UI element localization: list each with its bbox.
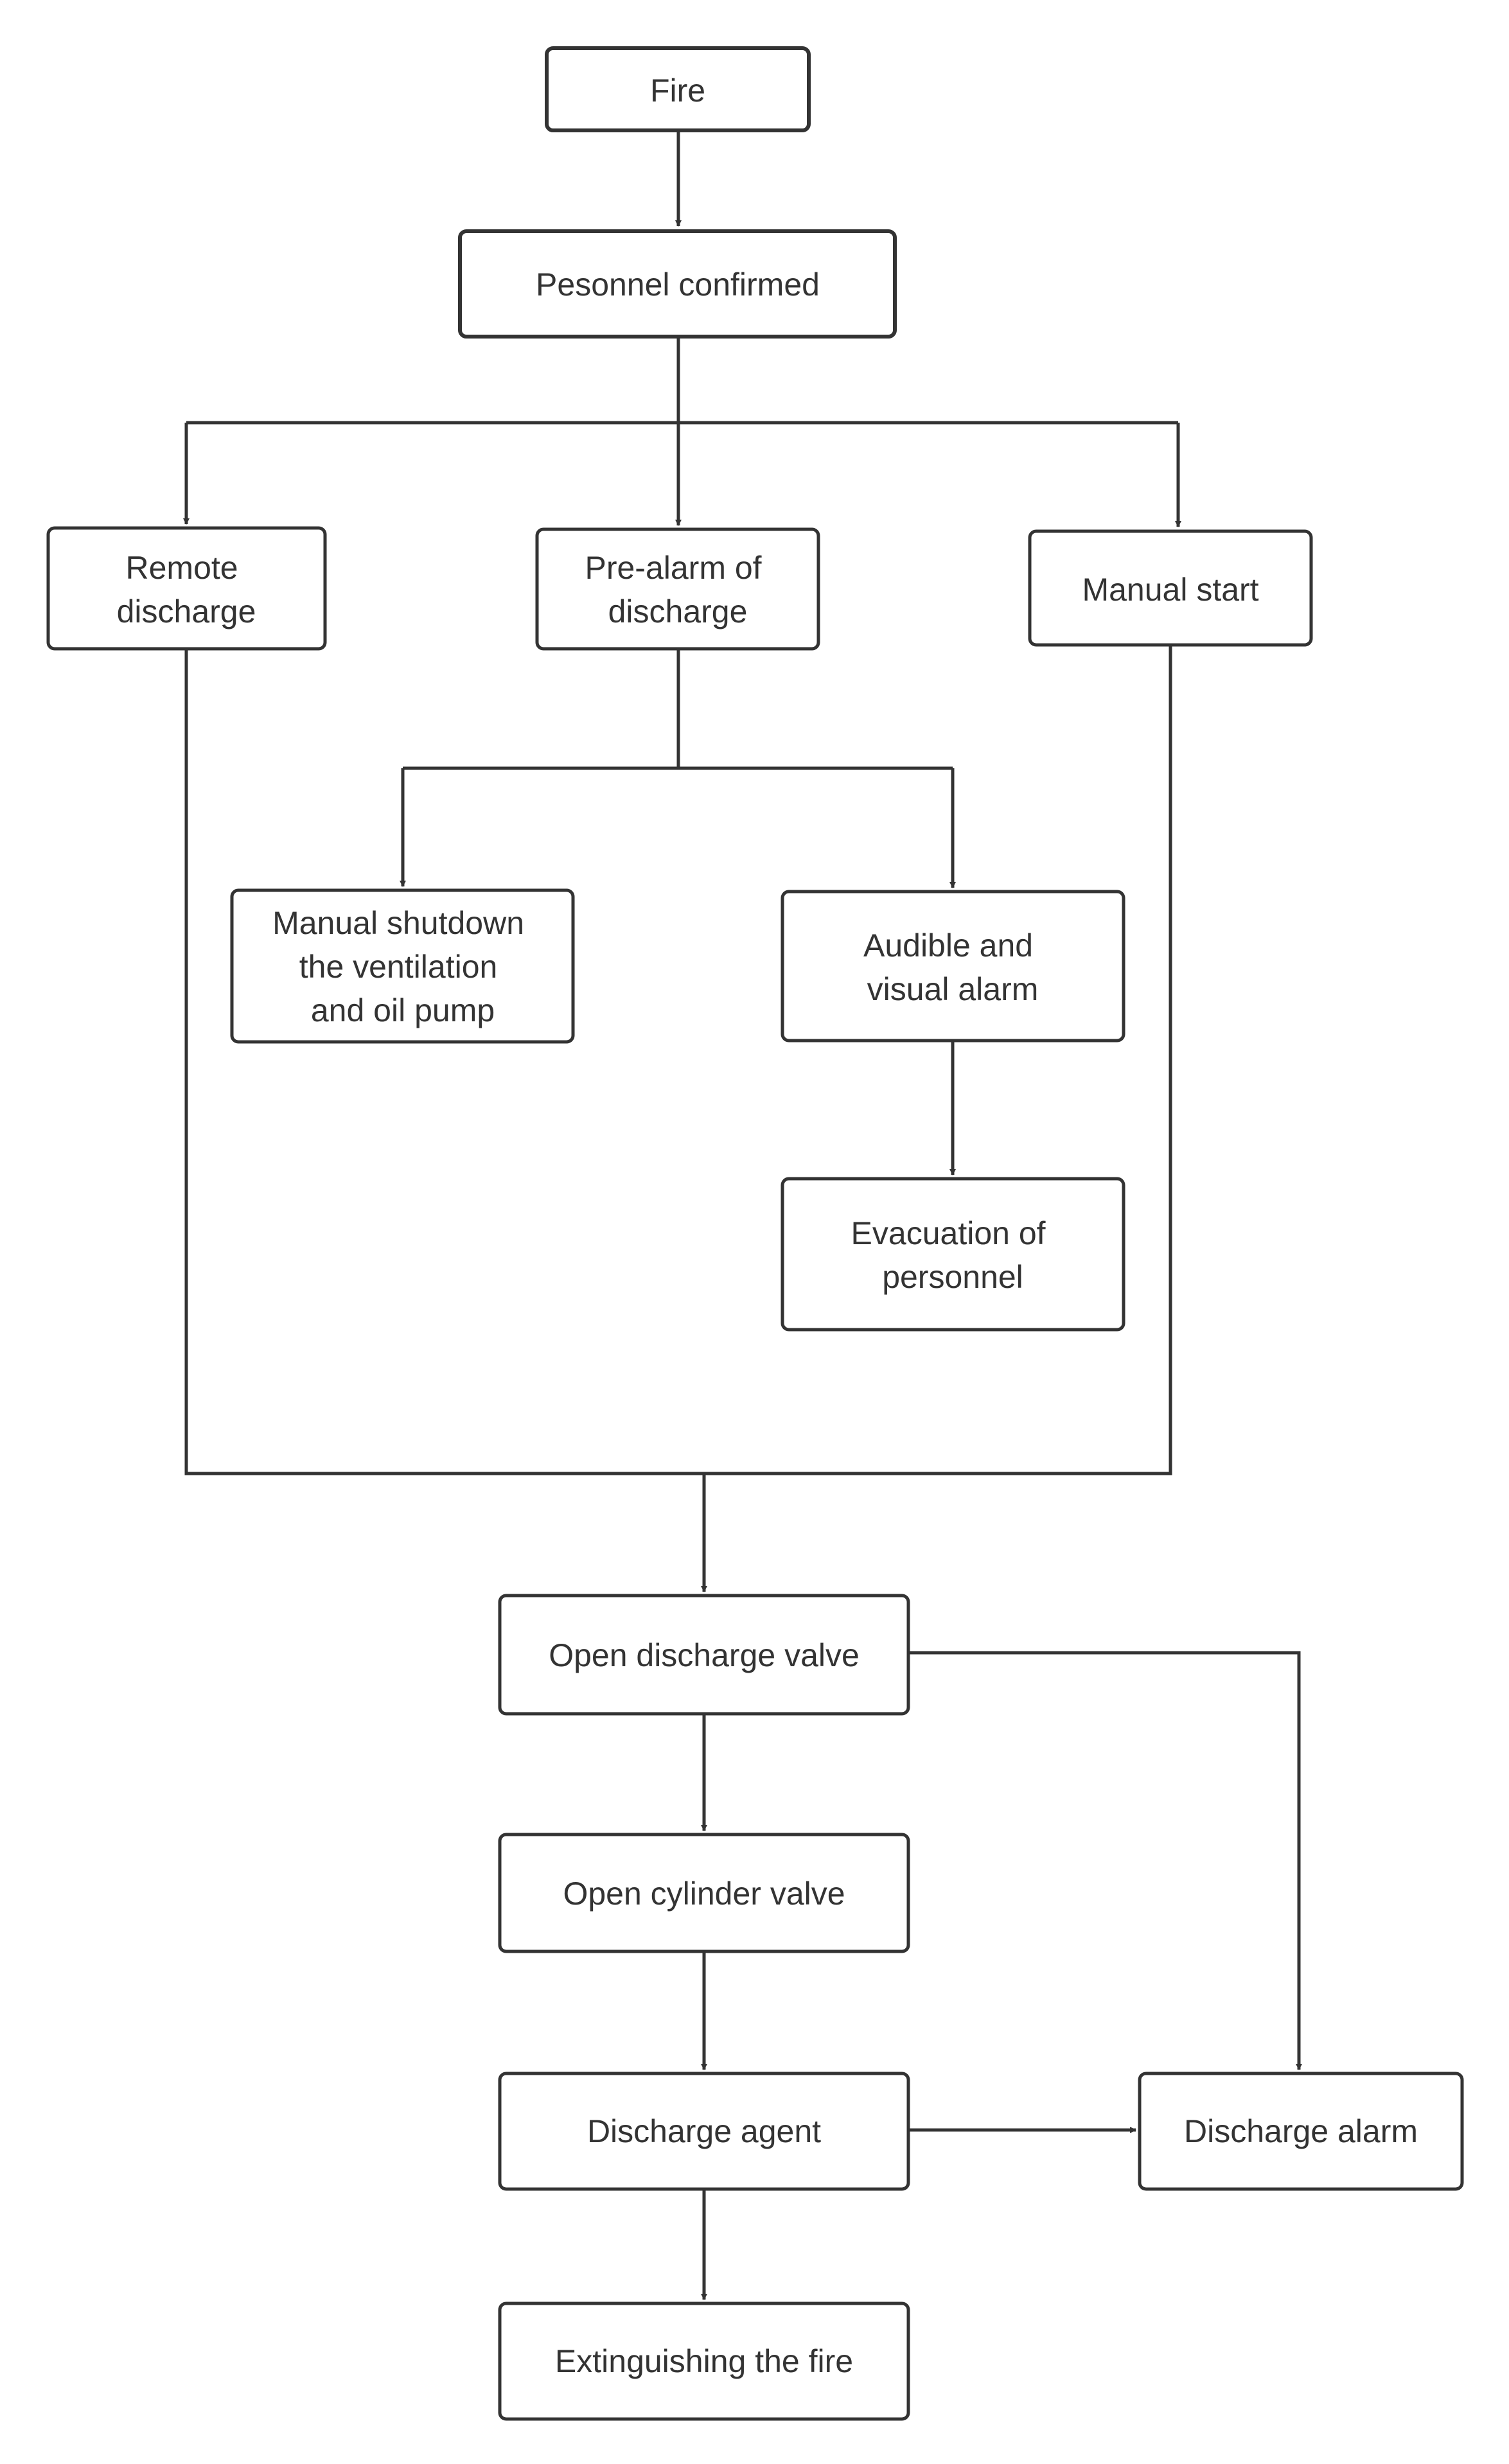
node-discharge-agent: Discharge agent bbox=[498, 2072, 910, 2191]
node-personnel-confirmed: Pesonnel confirmed bbox=[458, 229, 897, 339]
svg-text:Open cylinder valve: Open cylinder valve bbox=[563, 1876, 845, 1912]
node-shutdown-line-2: the ventilation bbox=[299, 949, 498, 985]
edge-prealarm-split bbox=[403, 649, 953, 770]
node-open-cylinder-valve: Open cylinder valve bbox=[498, 1833, 910, 1953]
svg-text:Pesonnel confirmed: Pesonnel confirmed bbox=[536, 267, 820, 303]
node-evacuation-line-2: personnel bbox=[882, 1259, 1023, 1295]
connectors bbox=[183, 132, 1302, 2300]
node-agent-label: Discharge agent bbox=[587, 2113, 821, 2149]
node-shutdown-line-1: Manual shutdown bbox=[272, 905, 524, 941]
edge-remote-merge bbox=[184, 645, 1172, 1475]
node-open-discharge-valve: Open discharge valve bbox=[498, 1594, 910, 1716]
svg-text:Extinguishing the fire: Extinguishing the fire bbox=[555, 2343, 853, 2379]
svg-text:Discharge agent: Discharge agent bbox=[587, 2113, 821, 2149]
edge-open-discharge-to-alarm bbox=[908, 1651, 1302, 2070]
node-audible-line-2: visual alarm bbox=[867, 971, 1039, 1007]
node-discharge-alarm: Discharge alarm bbox=[1138, 2072, 1464, 2191]
node-audible-line-1: Audible and bbox=[863, 928, 1033, 964]
node-fire: Fire bbox=[545, 46, 811, 132]
node-personnel-label: Pesonnel confirmed bbox=[536, 267, 820, 303]
svg-text:Pre-alarm of discharge: Pre-alarm of discharge bbox=[585, 550, 771, 629]
node-audible-visual-alarm: Audible and visual alarm bbox=[781, 890, 1125, 1043]
svg-text:Manual shutdown the vent: Manual shutdown the ventilation and oil … bbox=[272, 905, 533, 1028]
svg-text:Discharge alarm: Discharge alarm bbox=[1184, 2113, 1418, 2149]
node-remote-line-2: discharge bbox=[117, 594, 256, 629]
node-manual-start-label: Manual start bbox=[1082, 572, 1258, 608]
node-manual-start: Manual start bbox=[1028, 529, 1313, 647]
svg-text:Remote discharge: Remote discharge bbox=[117, 550, 256, 629]
node-prealarm-line-2: discharge bbox=[608, 594, 748, 629]
svg-text:Manual start: Manual start bbox=[1082, 572, 1258, 608]
node-open-discharge-label: Open discharge valve bbox=[549, 1637, 860, 1673]
node-extinguish-label: Extinguishing the fire bbox=[555, 2343, 853, 2379]
node-extinguishing-fire: Extinguishing the fire bbox=[498, 2301, 910, 2421]
node-prealarm-line-1: Pre-alarm of bbox=[585, 550, 762, 586]
svg-text:Fire: Fire bbox=[650, 73, 705, 109]
node-pre-alarm: Pre-alarm of discharge bbox=[535, 527, 820, 651]
node-shutdown-line-3: and oil pump bbox=[311, 992, 495, 1028]
node-evacuation-line-1: Evacuation of bbox=[851, 1215, 1046, 1251]
node-remote-line-1: Remote bbox=[126, 550, 238, 586]
node-remote-discharge: Remote discharge bbox=[46, 526, 327, 651]
node-fire-label: Fire bbox=[650, 73, 705, 109]
svg-text:Open discharge valve: Open discharge valve bbox=[549, 1637, 860, 1673]
node-open-cylinder-label: Open cylinder valve bbox=[563, 1876, 845, 1912]
svg-text:Evacuation of personnel: Evacuation of personnel bbox=[851, 1215, 1055, 1295]
svg-text:Audible and visual alarm: Audible and visual alarm bbox=[863, 928, 1042, 1007]
node-evacuation: Evacuation of personnel bbox=[781, 1177, 1125, 1332]
node-alarm-label: Discharge alarm bbox=[1184, 2113, 1418, 2149]
node-manual-shutdown: Manual shutdown the ventilation and oil … bbox=[230, 888, 575, 1044]
